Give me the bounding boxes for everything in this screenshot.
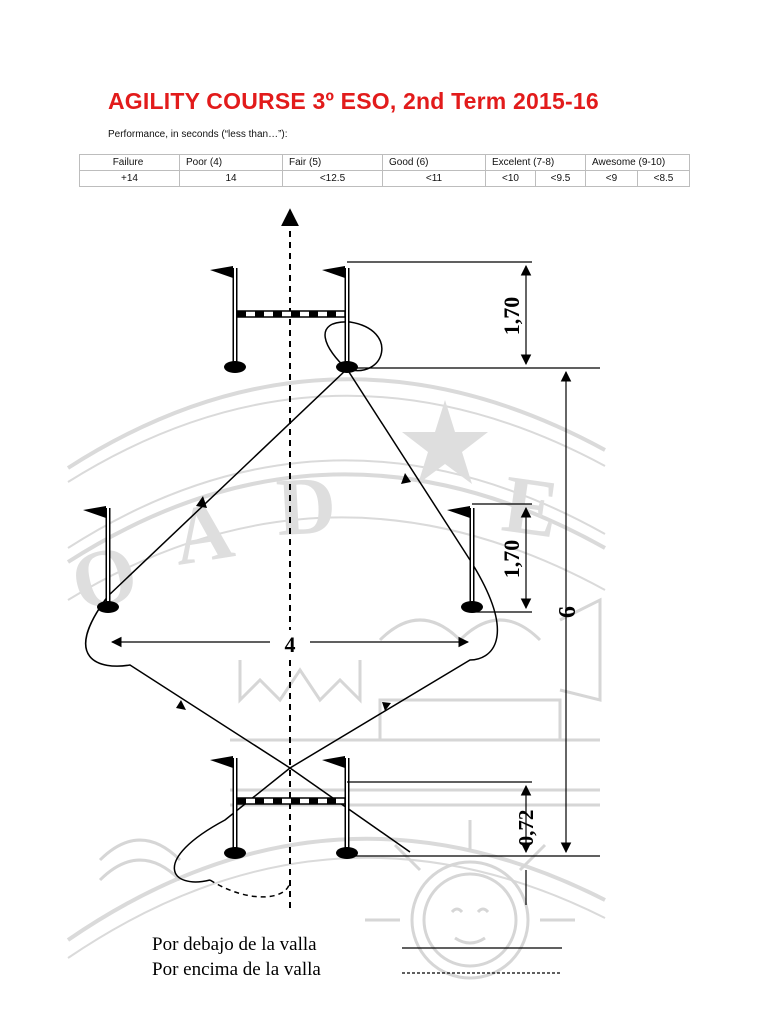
flag-middle-left — [83, 506, 119, 613]
legend-under-hurdle: Por debajo de la valla — [152, 934, 317, 955]
legend: Por debajo de la valla Por encima de la … — [152, 934, 562, 980]
value-excelent-8: <9.5 — [535, 170, 586, 187]
performance-caption: Performance, in seconds (“less than…”): — [108, 129, 288, 140]
flag-middle-right — [447, 506, 483, 613]
path-direction-arrows — [176, 473, 411, 711]
flag-bottom-right — [322, 756, 358, 859]
dimension-lines — [110, 261, 600, 905]
value-failure: +14 — [79, 170, 180, 187]
flag-bottom-left — [210, 756, 246, 859]
performance-header-row: Failure Poor (4) Fair (5) Good (6) Excel… — [79, 154, 690, 171]
width-label-bg — [270, 630, 310, 656]
hurdle-bottom — [236, 797, 346, 805]
performance-table: Failure Poor (4) Fair (5) Good (6) Excel… — [79, 154, 690, 187]
dim-label-top-gap: 1,70 — [499, 297, 524, 336]
course-flags — [83, 266, 483, 859]
svg-text:D: D — [274, 459, 338, 553]
value-excelent-7: <10 — [485, 170, 536, 187]
running-path — [85, 321, 499, 898]
value-awesome-10: <8.5 — [637, 170, 690, 187]
dim-label-middle-gap: 1,70 — [499, 540, 524, 579]
watermark-seal: O A D E — [62, 377, 606, 980]
page-title: AGILITY COURSE 3º ESO, 2nd Term 2015-16 — [108, 88, 599, 114]
svg-text:O: O — [62, 526, 146, 630]
flag-top-right — [322, 266, 358, 373]
hurdle-top — [236, 310, 346, 318]
performance-values-row: +14 14 <12.5 <11 <10 <9.5 <9 <8.5 — [79, 170, 690, 187]
value-good: <11 — [382, 170, 486, 187]
dim-label-bottom-gap: 0,72 — [514, 810, 538, 847]
flag-top-left — [210, 266, 246, 373]
dim-label-length: 6 — [555, 606, 581, 618]
legend-over-hurdle: Por encima de la valla — [152, 959, 321, 980]
dim-label-width: 4 — [285, 632, 296, 657]
